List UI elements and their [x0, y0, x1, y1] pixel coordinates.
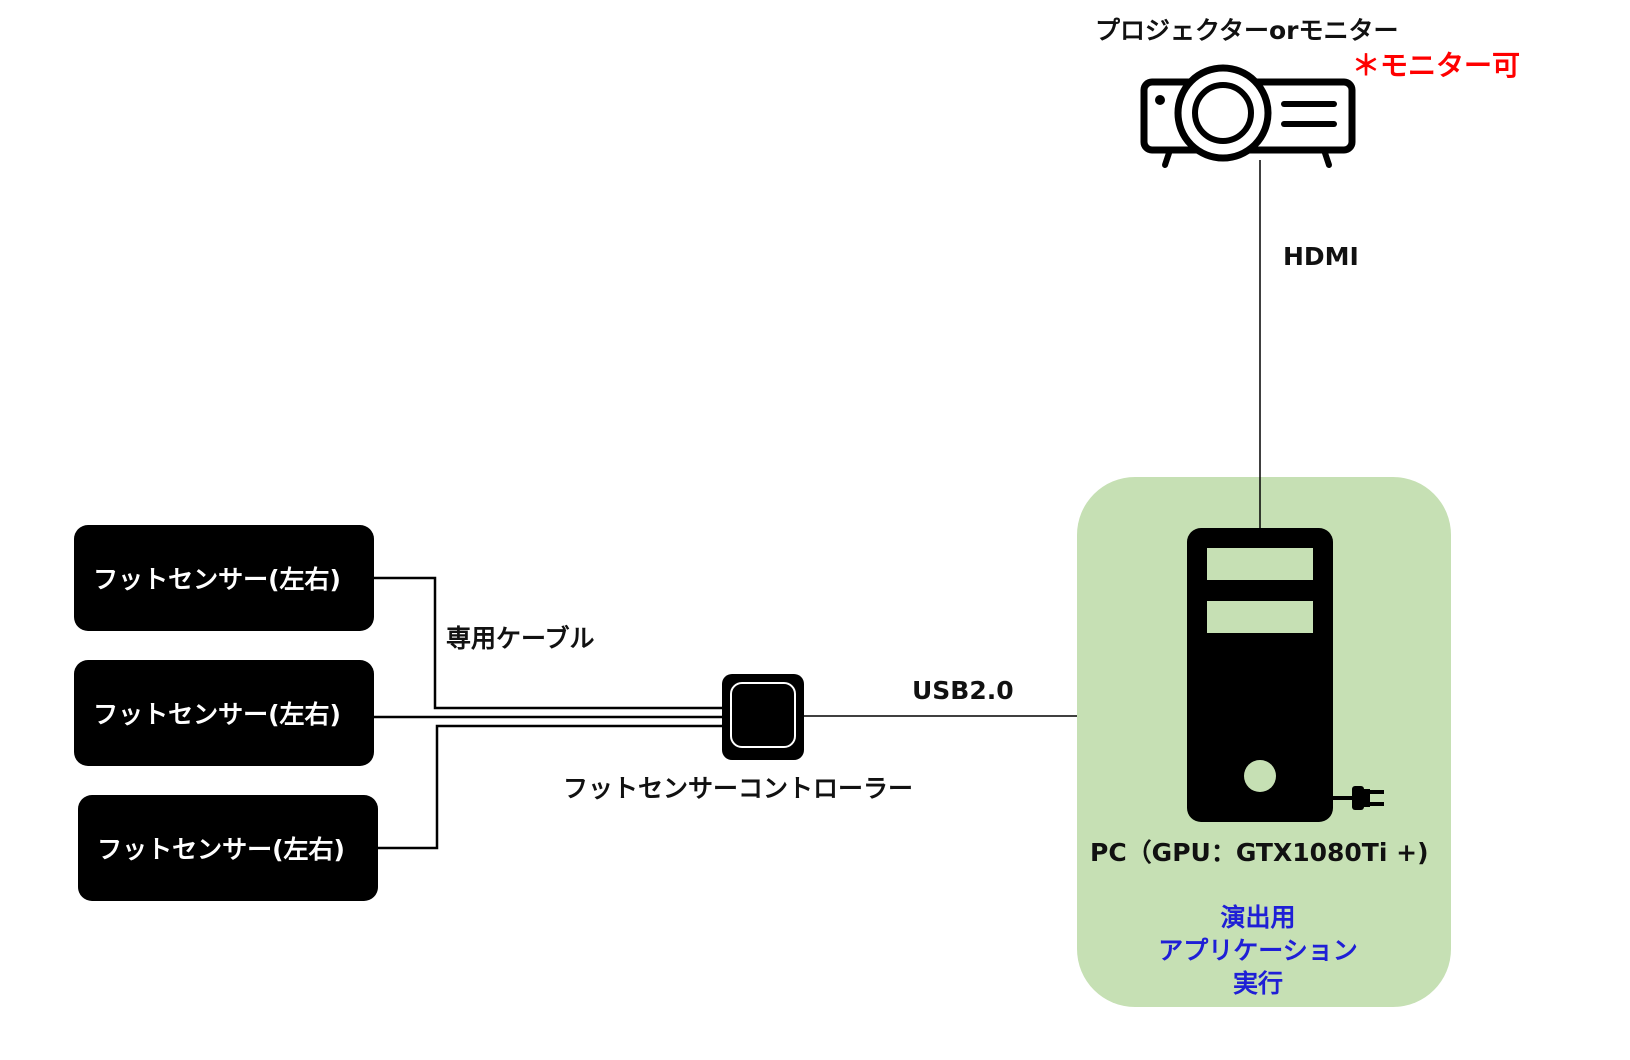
foot-sensor-label: フットセンサー(左右) [97, 835, 345, 864]
foot-sensor-controller [722, 674, 804, 760]
cable-sensor-1 [374, 576, 722, 710]
foot-sensor-3: フットセンサー(左右) [78, 795, 378, 901]
foot-sensor-label: フットセンサー(左右) [93, 700, 341, 729]
foot-sensor-label: フットセンサー(左右) [93, 565, 341, 594]
app-label-line: 実行 [1232, 969, 1283, 998]
projector-note: ＊モニター可 [1352, 49, 1521, 82]
projector-title: プロジェクターorモニター [1095, 16, 1399, 45]
power-button [1244, 760, 1276, 792]
cable-sensor-3 [378, 724, 722, 850]
pc-tower-icon [1187, 528, 1333, 822]
controller-label: フットセンサーコントローラー [563, 774, 914, 803]
drive-bay [1207, 548, 1313, 580]
hdmi-label: HDMI [1283, 242, 1359, 271]
app-label-line: アプリケーション [1158, 936, 1358, 965]
projector-icon [1140, 64, 1356, 168]
power-plug-icon [1333, 786, 1384, 810]
usb-label: USB2.0 [912, 676, 1014, 705]
app-label-line: 演出用 [1220, 903, 1296, 932]
drive-bay [1207, 601, 1313, 633]
cable-label: 専用ケーブル [446, 624, 595, 653]
foot-sensor-2: フットセンサー(左右) [74, 660, 374, 766]
controller-icon [730, 682, 796, 748]
pc-label: PC（GPU：GTX1080Ti +) [1090, 838, 1429, 867]
foot-sensor-1: フットセンサー(左右) [74, 525, 374, 631]
